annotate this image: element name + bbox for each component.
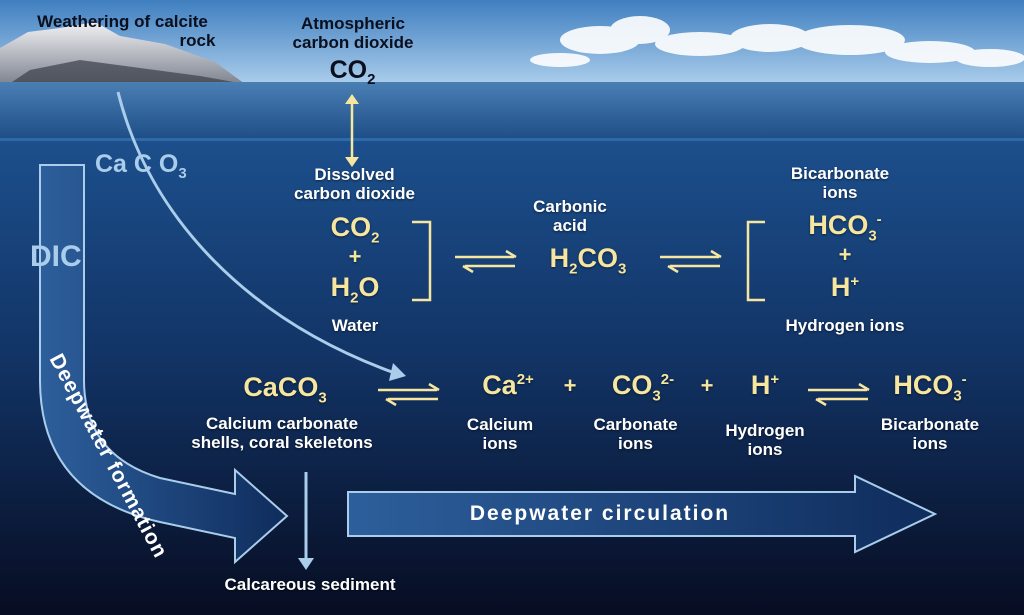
waterline [0,138,1024,142]
plus-sign-4: + [700,373,714,398]
carbonate-ion-formula: CO32- [611,370,675,405]
clouds [530,16,1024,67]
h2co3-formula: H2CO3 [549,243,627,278]
atmospheric-co2-formula: CO2 [329,56,376,88]
deepwater-formation-arrow [39,164,289,565]
weathering-arrow-head [389,363,406,381]
plus-sign-2: + [838,242,852,267]
water-label: Water [331,316,379,335]
calcium-ion-formula: Ca2+ [482,370,534,400]
weathering-flow-arrow [116,91,393,374]
plus-sign-1: + [348,244,362,269]
hplus-formula-2: H+ [750,370,780,400]
co2-formula: CO2 [330,212,380,247]
hplus-formula-1: H+ [830,272,860,302]
dic-label: DIC [30,240,82,273]
hydrogen-ions-label-1: Hydrogen ions [785,316,905,335]
bracket-right [746,220,765,302]
bracket-left [412,220,432,302]
sediment-arrow-head [298,558,314,570]
h2o-formula: H2O [330,272,380,307]
hco3-formula-2: HCO3- [893,370,967,405]
sea-surface [0,82,1024,140]
equilibrium-arrow-3 [378,382,440,407]
equilibrium-arrow-4 [808,382,870,407]
equilibrium-arrow-2 [660,249,722,274]
deepwater-circulation-label: Deepwater circulation [469,502,731,525]
caco3-formula: CaCO3 [243,372,327,407]
plus-sign-3: + [563,373,577,398]
calcareous-sediment-label: Calcareous sediment [224,575,396,594]
hco3-formula-1: HCO3- [808,210,882,245]
co2-arrow-up-head [345,94,359,104]
co2-arrow-down-head [345,157,359,167]
equilibrium-arrow-1 [455,249,517,274]
caco3-weathering-label: Ca C O3 [95,150,187,182]
deepwater-circulation-arrow [347,474,938,554]
